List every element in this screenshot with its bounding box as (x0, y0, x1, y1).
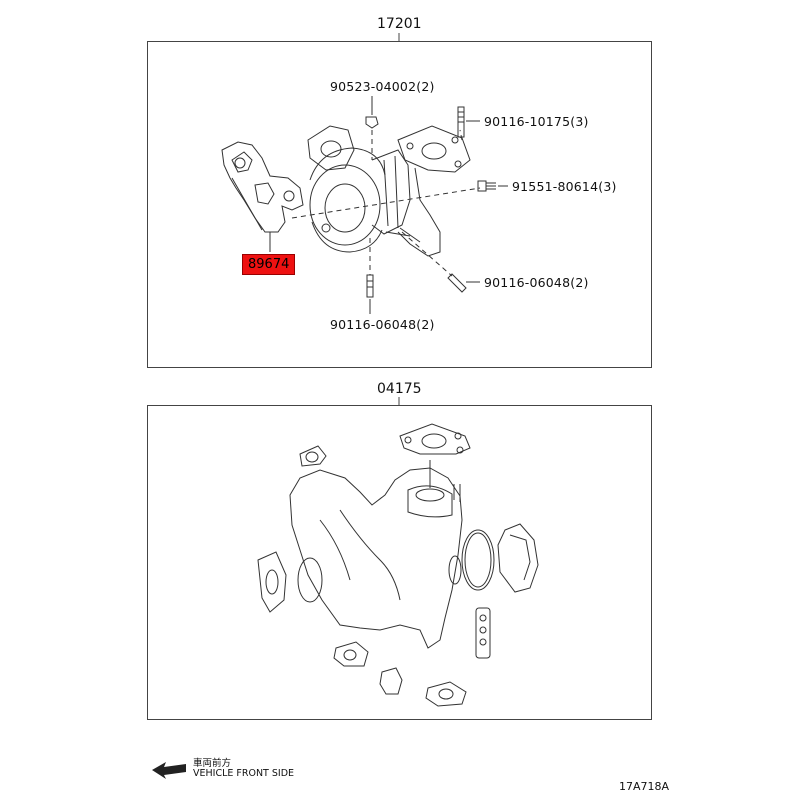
lower-frame (147, 405, 652, 720)
group-number-17201[interactable]: 17201 (377, 16, 422, 32)
diagram-code: 17A718A (619, 780, 670, 793)
callout-90116-06048-bottom[interactable]: 90116-06048(2) (330, 317, 435, 332)
callout-89674-highlighted[interactable]: 89674 (242, 254, 296, 275)
callout-90523-04002[interactable]: 90523-04002(2) (330, 79, 435, 94)
arrow-left-icon (152, 762, 186, 779)
upper-frame (147, 41, 652, 368)
vehicle-front-label-en: VEHICLE FRONT SIDE (193, 768, 295, 779)
group-number-04175[interactable]: 04175 (377, 381, 422, 397)
callout-90116-10175[interactable]: 90116-10175(3) (484, 114, 589, 129)
gasket-kit (257, 423, 539, 707)
callout-90116-06048-right[interactable]: 90116-06048(2) (484, 275, 589, 290)
vehicle-front-label-jp: 車両前方 (193, 758, 232, 769)
callout-91551-80614[interactable]: 91551-80614(3) (512, 179, 617, 194)
turbocharger-assembly (221, 125, 471, 257)
